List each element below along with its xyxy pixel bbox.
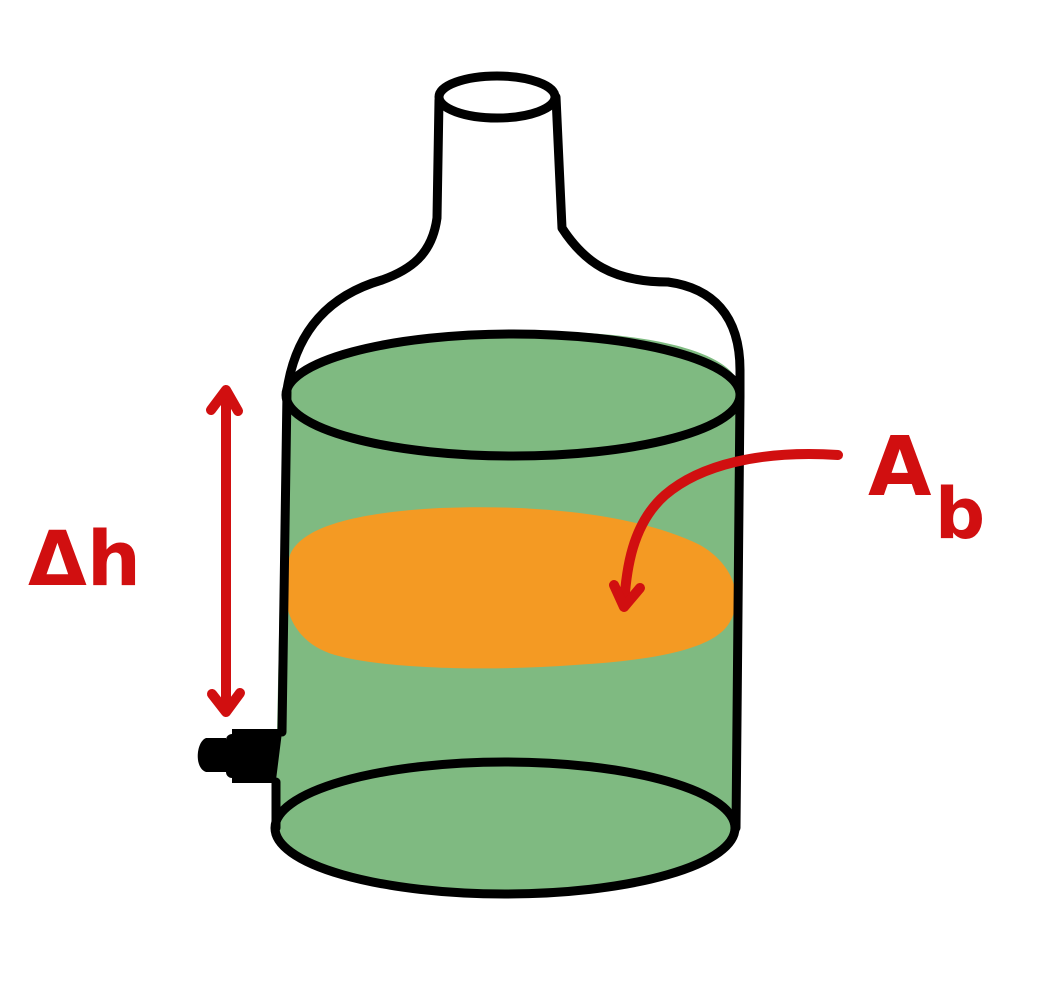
spigot-icon xyxy=(197,729,282,783)
delta-h-label: Δh xyxy=(28,514,141,603)
area-subscript-label: b xyxy=(935,473,985,555)
cylinder-right-wall xyxy=(731,390,745,833)
bottle-neck xyxy=(282,95,444,395)
area-label: A xyxy=(868,420,932,515)
double-arrow-icon xyxy=(206,385,245,717)
cylinder-left-wall xyxy=(277,387,292,737)
bottle-shoulder-right xyxy=(551,92,745,400)
curved-arrow-icon xyxy=(609,449,843,612)
cross-section-area xyxy=(284,507,737,669)
bottle-mouth xyxy=(434,71,560,123)
cylinder-bottom-rim xyxy=(270,757,740,899)
